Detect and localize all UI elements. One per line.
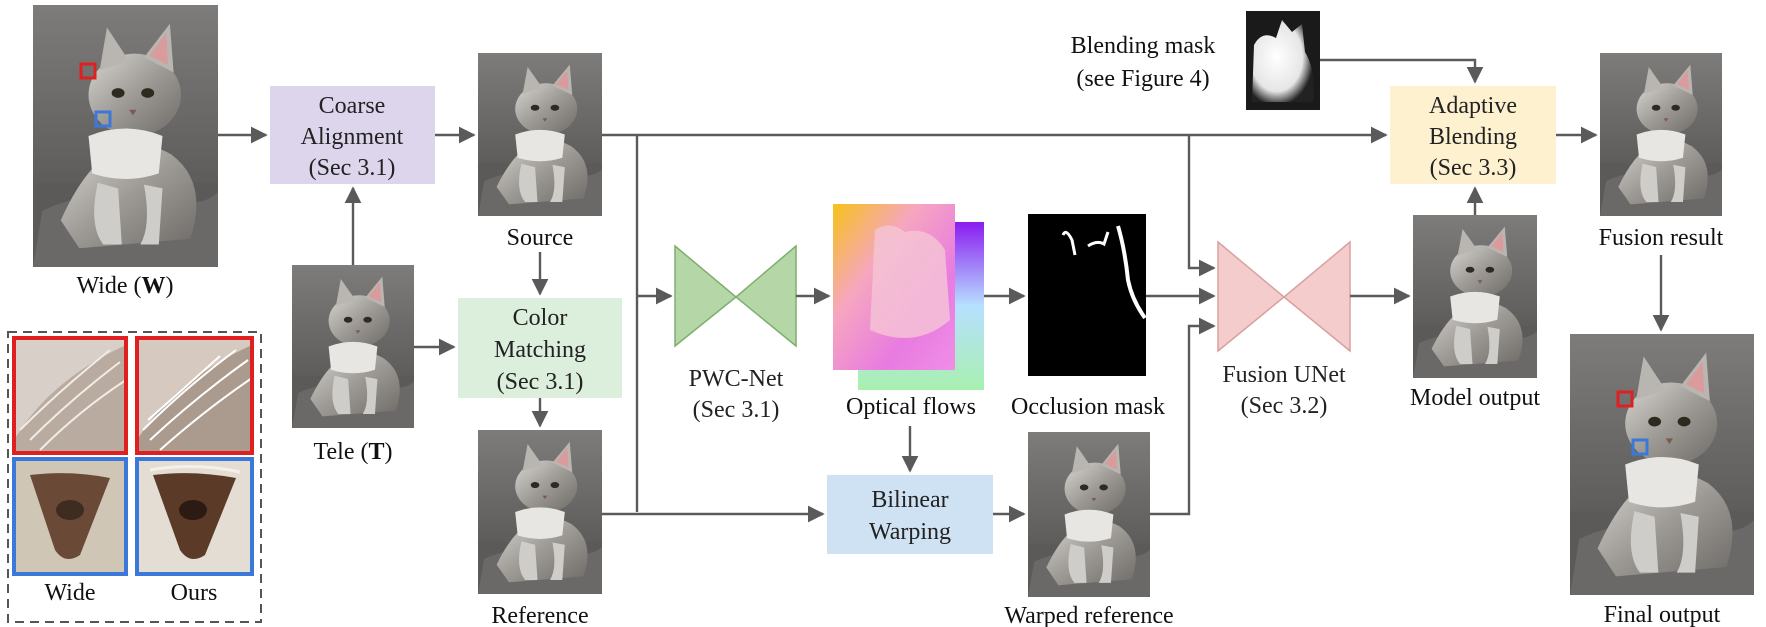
- fusion-unet-block: Fusion UNet (Sec 3.2): [1217, 240, 1351, 419]
- crop-ours-nose: [135, 457, 254, 576]
- arrow-source-to-unet: [1187, 135, 1216, 277]
- source-image: [478, 53, 602, 216]
- final-output-image: [1570, 334, 1754, 595]
- model-output-image: [1413, 215, 1537, 378]
- arrows: [218, 58, 1670, 523]
- bilinear-warping-block: Bilinear Warping: [827, 475, 993, 554]
- blending-mask-label-line2: (see Figure 4): [1076, 66, 1209, 92]
- occlusion-mask-image: [1028, 214, 1147, 376]
- final-red-highlight-box: [1616, 390, 1634, 408]
- tele-image: [292, 265, 414, 428]
- crop-wide-nose: [12, 457, 128, 576]
- wide-red-highlight-box: [79, 62, 97, 80]
- svg-text:Fusion UNet: Fusion UNet: [1222, 362, 1346, 388]
- svg-text:Alignment: Alignment: [301, 124, 404, 150]
- svg-text:Coarse: Coarse: [319, 93, 386, 119]
- final-blue-highlight-box: [1631, 438, 1649, 456]
- fusion-result-label: Fusion result: [1599, 225, 1724, 251]
- optical-flows-label: Optical flows: [846, 394, 976, 420]
- blending-mask-label-line1: Blending mask: [1071, 33, 1216, 59]
- svg-text:Warping: Warping: [869, 519, 951, 545]
- adaptive-blending-block: Adaptive Blending (Sec 3.3): [1390, 86, 1556, 184]
- occlusion-mask-label: Occlusion mask: [1011, 394, 1165, 420]
- coarse-alignment-block: Coarse Alignment (Sec 3.1): [270, 86, 435, 184]
- comparison-ours-label: Ours: [171, 580, 218, 606]
- model-output-label: Model output: [1410, 385, 1540, 411]
- final-output-label: Final output: [1604, 602, 1721, 627]
- svg-text:(Sec 3.2): (Sec 3.2): [1241, 393, 1328, 419]
- arrow-blending-mask-to-blending: [1320, 58, 1484, 84]
- reference-label: Reference: [491, 603, 588, 627]
- comparison-wide-label: Wide: [44, 580, 95, 606]
- wide-label: Wide (W): [76, 273, 173, 299]
- source-label: Source: [507, 225, 574, 251]
- svg-text:(Sec 3.1): (Sec 3.1): [693, 397, 780, 423]
- crop-wide-fur: [12, 336, 128, 455]
- svg-text:Blending: Blending: [1429, 124, 1517, 150]
- svg-text:(Sec 3.3): (Sec 3.3): [1430, 155, 1517, 181]
- tele-label: Tele (T): [314, 439, 393, 465]
- fusion-result-image: [1600, 53, 1722, 216]
- svg-text:Color: Color: [513, 305, 568, 331]
- arrow-warped-to-unet: [1150, 317, 1216, 516]
- svg-text:PWC-Net: PWC-Net: [689, 366, 784, 392]
- pwc-net-block: PWC-Net (Sec 3.1): [674, 244, 797, 423]
- warped-reference-image: [1028, 432, 1150, 597]
- crop-ours-fur: [135, 336, 254, 455]
- svg-text:(Sec 3.1): (Sec 3.1): [309, 155, 396, 181]
- wide-image: [33, 5, 218, 267]
- warped-reference-label: Warped reference: [1004, 603, 1173, 627]
- svg-text:Bilinear: Bilinear: [871, 487, 948, 513]
- wide-blue-highlight-box: [94, 110, 112, 128]
- reference-image: [478, 430, 602, 594]
- svg-text:Matching: Matching: [494, 337, 586, 363]
- color-matching-block: Color Matching (Sec 3.1): [458, 298, 622, 398]
- svg-text:(Sec 3.1): (Sec 3.1): [497, 369, 584, 395]
- blending-mask-image: [1246, 11, 1320, 110]
- svg-text:Adaptive: Adaptive: [1429, 93, 1517, 119]
- comparison-inset: Wide Ours: [7, 331, 262, 623]
- optical-flows-image: [833, 204, 984, 390]
